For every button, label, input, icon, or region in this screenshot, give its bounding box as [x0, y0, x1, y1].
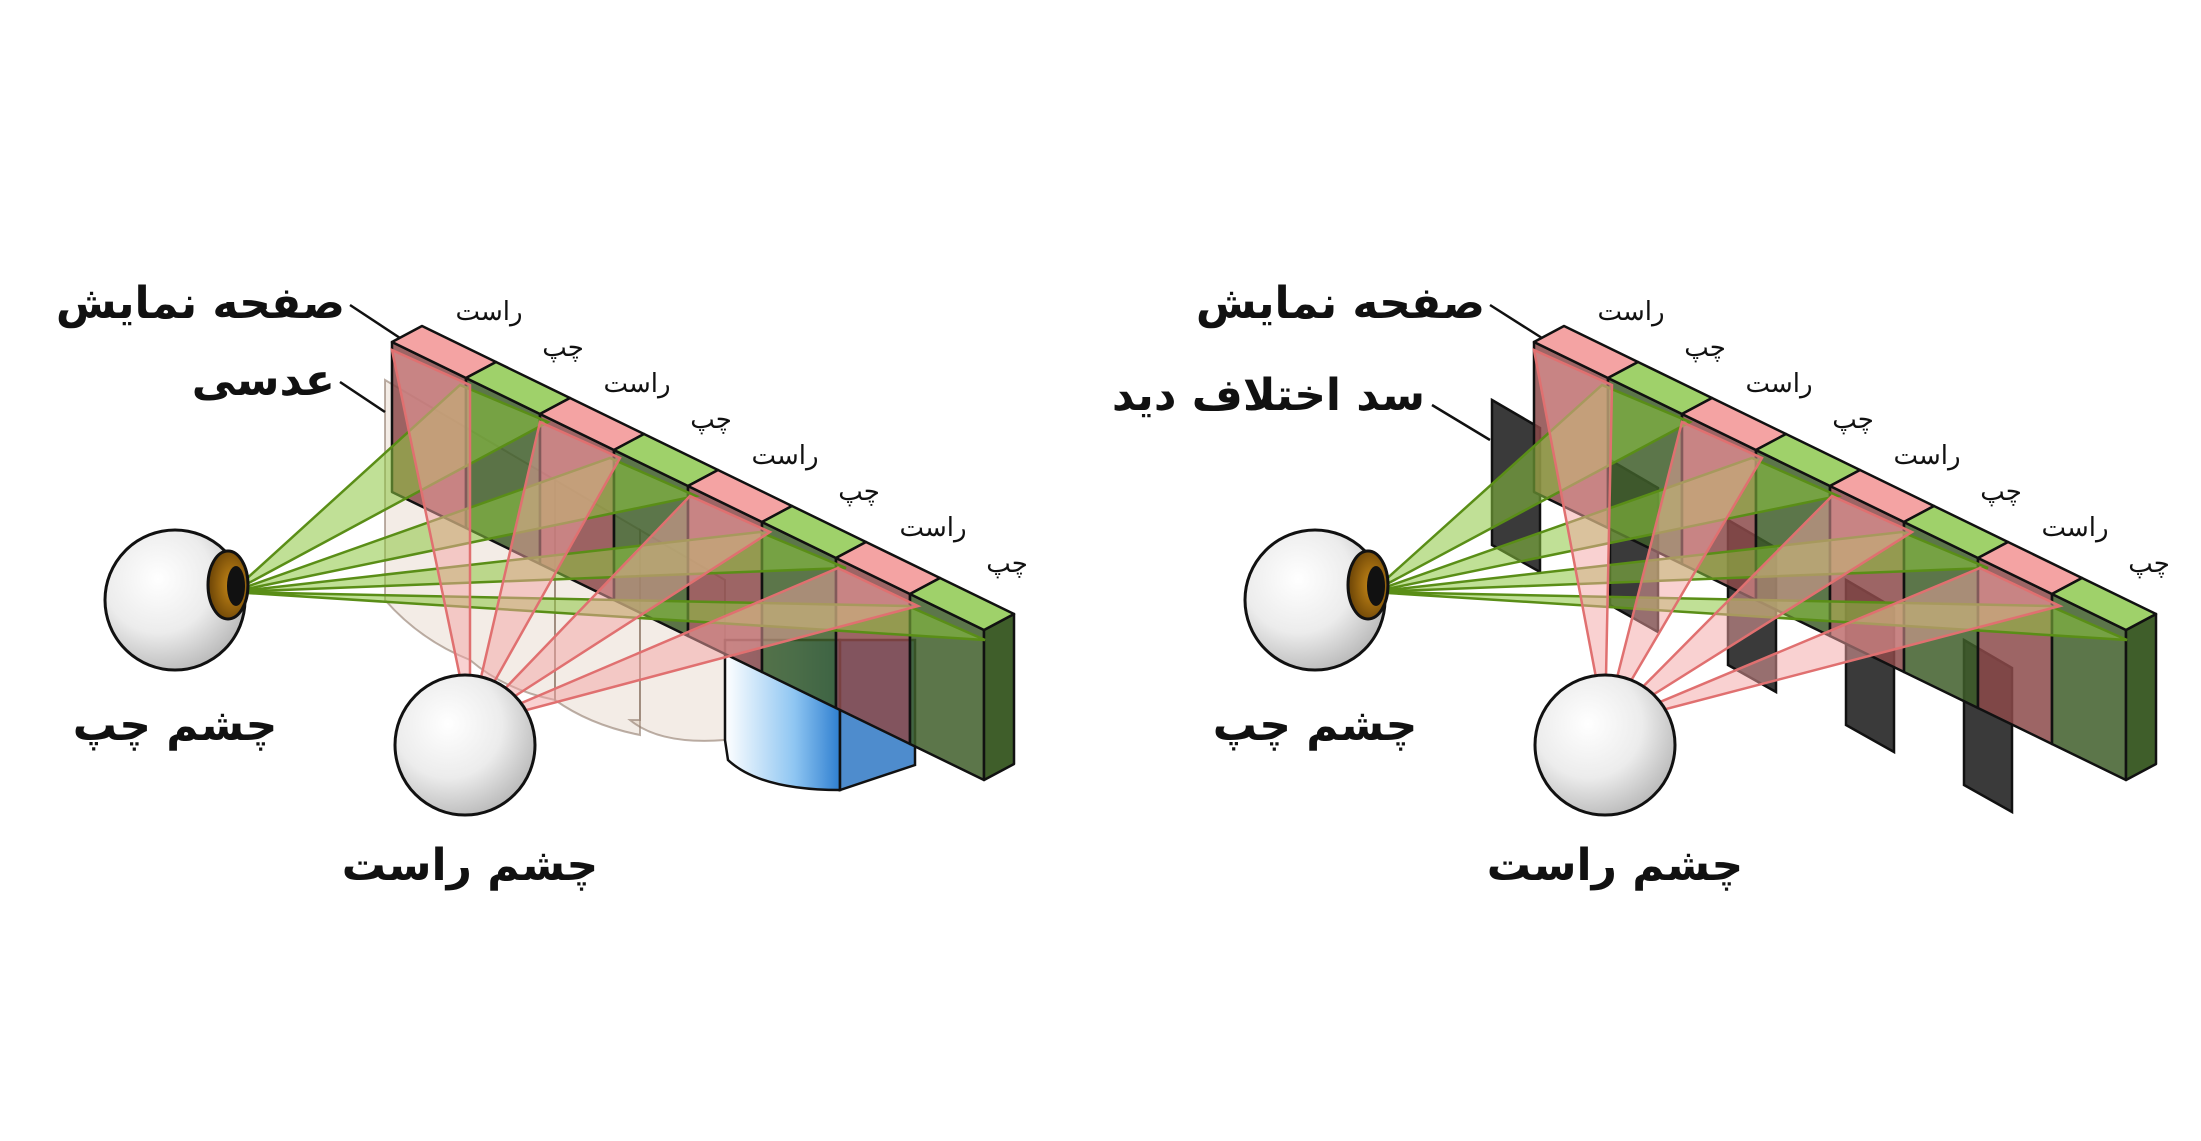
lens-leader: [339, 380, 386, 414]
strip-label: چپ: [1684, 333, 1726, 363]
screen-strip-left: [908, 576, 1016, 632]
screen-leader: [1489, 303, 1543, 340]
strip-label: چپ: [690, 405, 732, 435]
ray-red: [1532, 347, 1614, 726]
strip-label: چپ: [986, 549, 1028, 579]
parallax-barrier-panel: راست چپ راست چپ راست چپ راست چپ صفحه نمایش: [1112, 278, 2170, 891]
lens-label: عدسی: [192, 355, 335, 406]
barrier-leader: [1431, 403, 1491, 442]
strip-label: راست: [455, 297, 522, 327]
strip-label: راست: [603, 369, 670, 399]
left-eye: [1243, 528, 1390, 672]
left-eye: [103, 528, 250, 672]
strip-label: چپ: [1980, 477, 2022, 507]
ray-red: [1604, 566, 2064, 727]
barrier-label: سد اختلاف دید: [1112, 370, 1425, 421]
pupil-icon: [1367, 566, 1385, 606]
strip-label: چپ: [1832, 405, 1874, 435]
strip-label: راست: [2041, 513, 2108, 543]
ray-red: [469, 566, 922, 727]
right-eye: [393, 673, 537, 817]
strip-label: راست: [1597, 297, 1664, 327]
ray-red: [1603, 420, 1764, 726]
left-eye-label: چشم چپ: [73, 700, 278, 751]
screen-side: [2124, 612, 2158, 782]
screen-label: صفحه نمایش: [1196, 278, 1485, 329]
lenticular-panel: راست چپ راست چپ راست چپ راست چپ صفحه نمایش: [56, 278, 1028, 891]
right-eye-rays: [1532, 347, 2064, 727]
left-eye-label: چشم چپ: [1213, 700, 1418, 751]
strip-label: راست: [1893, 441, 1960, 471]
screen-leader: [349, 303, 401, 340]
screen-strip-left: [2050, 576, 2158, 632]
strip-label: راست: [899, 513, 966, 543]
ray-red: [469, 494, 773, 727]
screen-label: صفحه نمایش: [56, 278, 345, 329]
strip-label: چپ: [542, 333, 584, 363]
right-eye-rays: [390, 347, 922, 727]
ray-red: [468, 420, 622, 726]
strip-label: راست: [751, 441, 818, 471]
strip-label: راست: [1745, 369, 1812, 399]
pupil-icon: [227, 566, 245, 606]
right-eye-label: چشم راست: [342, 840, 599, 891]
strip-label: چپ: [838, 477, 880, 507]
ray-red: [1604, 494, 1915, 727]
ray-red: [390, 347, 472, 726]
strip-label: چپ: [2128, 549, 2170, 579]
screen-side: [982, 612, 1016, 782]
right-eye-label: چشم راست: [1487, 840, 1744, 891]
right-eye: [1533, 673, 1677, 817]
